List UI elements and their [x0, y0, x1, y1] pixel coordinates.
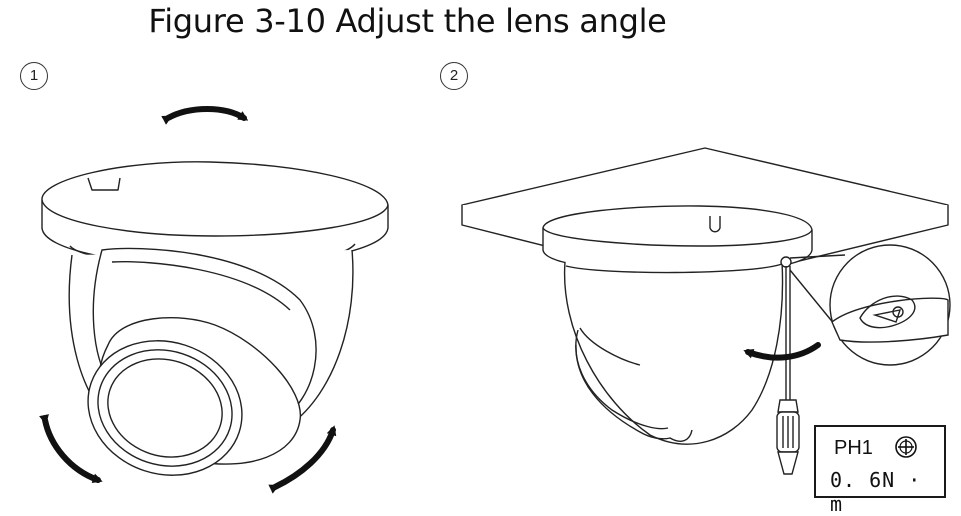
zoom-callout	[789, 244, 951, 366]
torque-value: 0. 6N · m	[830, 468, 922, 516]
loosen-arrow-icon	[743, 342, 821, 361]
tool-spec-box: PH1 0. 6N · m	[814, 425, 946, 516]
rotate-arrow-icon	[268, 425, 337, 494]
screwdriver-icon	[776, 266, 800, 475]
tilt-arrow-icon	[39, 414, 103, 484]
pan-arrow-icon	[161, 106, 249, 125]
dome-camera-side-view	[542, 205, 813, 445]
figure-title: Figure 3-10 Adjust the lens angle	[148, 2, 667, 40]
tool-label: PH1	[834, 437, 873, 459]
step-2-marker: 2	[440, 62, 468, 90]
phillips-screwdriver-icon	[895, 436, 917, 458]
step-1-marker: 1	[20, 62, 48, 90]
dome-camera-front-view	[41, 161, 389, 476]
